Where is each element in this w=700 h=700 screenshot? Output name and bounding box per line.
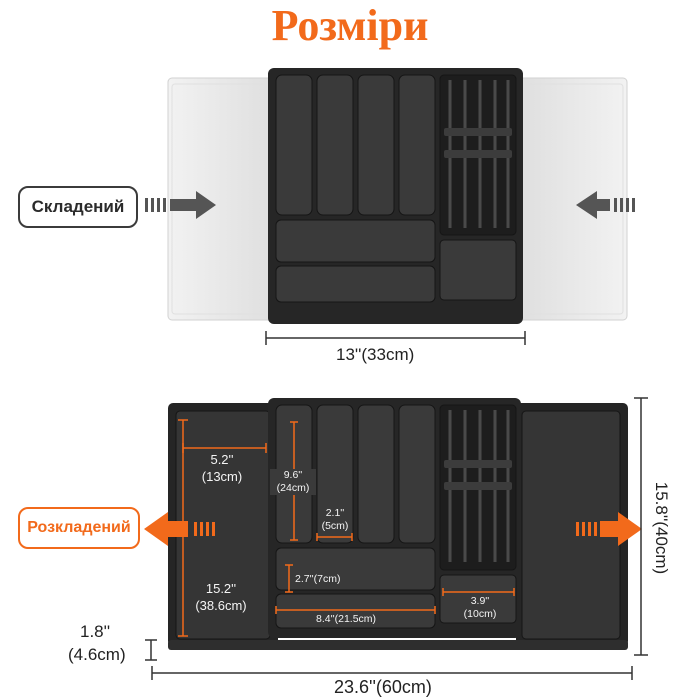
folded-slot [357, 74, 395, 216]
corner-width-line [442, 588, 515, 596]
corner-width-label: 3.9'' (10cm) [454, 595, 506, 621]
slot-width-label: 2.1'' (5cm) [314, 507, 356, 533]
fold-arrow-right [576, 191, 635, 219]
folded-width-dimension [265, 331, 526, 345]
slot-length-in: 9.6'' [283, 469, 303, 481]
total-width-label: 23.6''(60cm) [334, 677, 432, 697]
folded-small-tray [439, 239, 517, 301]
height-label-cm: (4.6cm) [68, 645, 126, 664]
slot [398, 404, 436, 544]
slot-width-in: 2.1'' [325, 507, 345, 519]
slot-length-cm: (24cm) [276, 482, 310, 494]
slot [357, 404, 395, 544]
depth-label: 15.8''(40cm) [652, 481, 671, 575]
expand-arrow-right [576, 512, 642, 546]
side-length-in: 15.2'' [205, 581, 237, 596]
height-label-in: 1.8'' [80, 622, 111, 641]
expanded-label: Розкладений [18, 507, 140, 549]
expanded-organizer [144, 397, 648, 680]
wide-tray [275, 547, 436, 591]
corner-width-cm: (10cm) [463, 608, 497, 620]
tray-width-label: 8.4''(21.5cm) [316, 613, 377, 625]
folded-label: Складений [18, 186, 138, 228]
folded-slot [398, 74, 436, 216]
slot [316, 404, 354, 544]
slot-length-label: 9.6'' (24cm) [270, 469, 316, 495]
depth-line [634, 397, 648, 656]
side-length-label: 15.2'' (38.6cm) [184, 580, 258, 614]
side-length-line [178, 419, 188, 637]
expand-arrow-left [144, 512, 215, 546]
folded-wide-tray [275, 219, 436, 263]
page-title: Розміри [271, 1, 429, 50]
folded-organizer [145, 68, 635, 345]
slot-width-cm: (5cm) [321, 520, 349, 532]
tray-depth-line [285, 564, 293, 593]
side-length-cm: (38.6cm) [195, 598, 247, 613]
total-width-line [151, 666, 633, 680]
folded-wide-tray [275, 265, 436, 303]
slot-width-line [316, 533, 353, 541]
side-width-in: 5.2'' [210, 452, 234, 467]
tray-width-line [275, 606, 436, 614]
height-line [145, 639, 157, 661]
small-tray [439, 574, 517, 624]
folded-slot [275, 74, 313, 216]
base-rail [168, 640, 628, 650]
ghost-right-wing [514, 77, 628, 321]
folded-slot [316, 74, 354, 216]
side-width-label: 5.2'' (13cm) [190, 451, 254, 485]
corner-width-in: 3.9'' [470, 595, 490, 607]
folded-width-label: 13''(33cm) [336, 345, 415, 364]
tray-depth-label: 2.7''(7cm) [295, 573, 341, 585]
side-width-cm: (13cm) [201, 469, 243, 484]
fold-arrow-left [145, 191, 216, 219]
